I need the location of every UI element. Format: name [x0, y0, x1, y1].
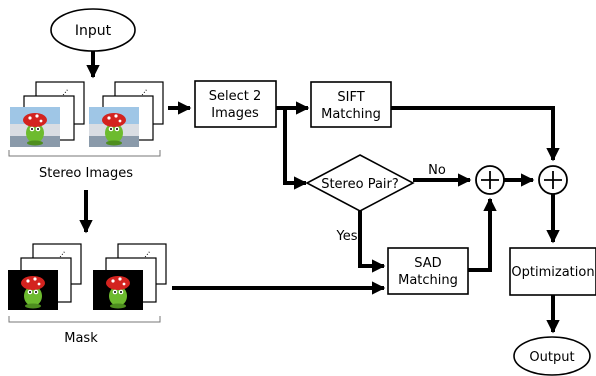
sift-matching-node: SIFT Matching: [310, 81, 392, 128]
yes-label: Yes: [336, 229, 358, 244]
mask-label: Mask: [64, 331, 98, 346]
mask-stack-left: ...: [8, 243, 82, 310]
output-label: Output: [529, 350, 574, 365]
sad-line1: SAD: [414, 256, 441, 271]
select-line1: Select 2: [209, 89, 262, 104]
arrow-sad-to-plus: [468, 197, 497, 272]
circled-plus-icon: [475, 165, 505, 195]
optimization-label: Optimization: [511, 265, 594, 280]
select-images-node: Select 2 Images: [194, 80, 277, 128]
sift-line1: SIFT: [337, 90, 364, 105]
output-node: Output: [513, 336, 591, 376]
sad-line2: Matching: [398, 273, 458, 288]
stereo-images-label: Stereo Images: [39, 166, 133, 181]
stereo-pair-label: Stereo Pair?: [321, 177, 399, 192]
arrow-yes-branch: [358, 211, 386, 273]
arrow-sift-to-plus: [391, 106, 560, 162]
input-label: Input: [75, 23, 112, 39]
frog-toy-mask-icon: [93, 270, 143, 310]
arrow-select-to-stereo-pair: [283, 108, 308, 190]
frog-toy-photo-icon: [89, 107, 139, 147]
sift-line2: Matching: [321, 107, 381, 122]
optimization-node: Optimization: [509, 247, 596, 296]
stereo-pair-decision: Stereo Pair?: [305, 154, 415, 212]
mask-bracket: [8, 316, 161, 323]
mask-stack-right: ...: [93, 243, 167, 310]
stereo-image-stack-left: ...: [10, 81, 85, 147]
select-line2: Images: [211, 106, 259, 121]
frog-toy-mask-icon: [8, 270, 58, 310]
sad-matching-node: SAD Matching: [387, 247, 469, 295]
stereo-bracket: [8, 150, 161, 157]
no-label: No: [428, 163, 446, 178]
stereo-image-stack-right: ...: [89, 81, 164, 147]
circled-plus-icon: [538, 165, 568, 195]
input-node: Input: [50, 8, 136, 52]
frog-toy-photo-icon: [10, 107, 60, 147]
